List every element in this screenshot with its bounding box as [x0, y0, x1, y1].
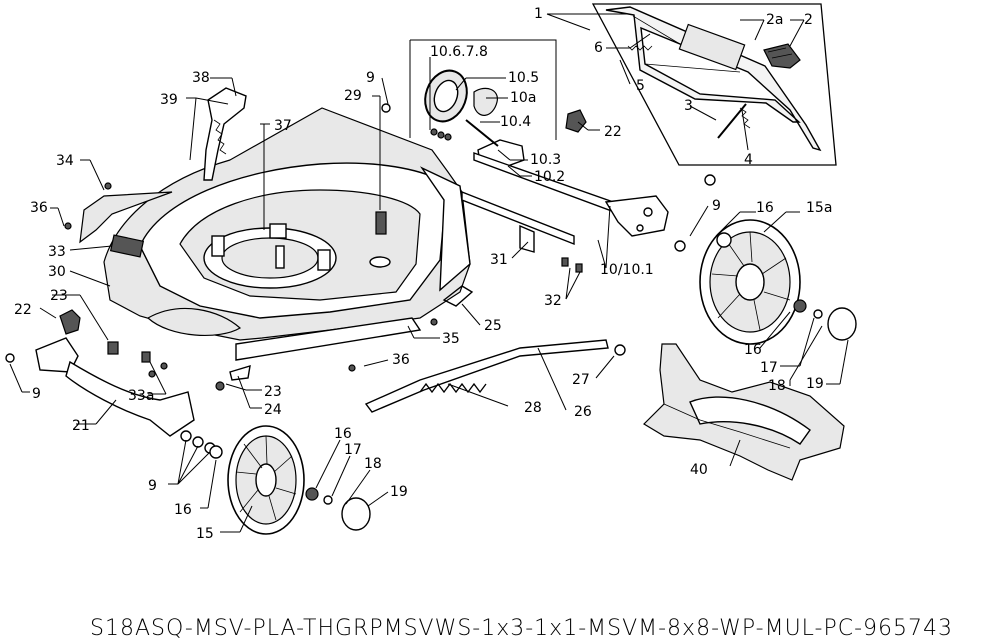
- callout-37: 37: [274, 118, 292, 134]
- callout-9-top: 9: [366, 70, 375, 86]
- callout-9-lower: 9: [148, 478, 157, 494]
- callout-9-left: 9: [32, 386, 41, 402]
- handle-pipe-10: [473, 152, 669, 237]
- callout-34: 34: [56, 153, 74, 169]
- wheel-15a: [674, 219, 857, 345]
- wheel-15: [209, 425, 371, 535]
- callout-9-right: 9: [712, 198, 721, 214]
- mower-deck-30: [103, 107, 575, 361]
- callout-24: 24: [264, 402, 282, 418]
- callout-10-3: 10.3: [530, 152, 561, 168]
- callout-31: 31: [490, 252, 508, 268]
- starter-box: [409, 39, 557, 169]
- callout-33a: 33a: [128, 388, 154, 404]
- callout-10a: 10a: [510, 90, 536, 106]
- callout-5: 5: [636, 78, 645, 94]
- callout-16-right: 16: [744, 342, 762, 358]
- callout-18-bottom: 18: [364, 456, 382, 472]
- callout-10-4: 10.4: [500, 114, 531, 130]
- handle-grip-2: [763, 43, 801, 69]
- callout-38: 38: [192, 70, 210, 86]
- callout-26: 26: [574, 404, 592, 420]
- handle-inset: [591, 3, 837, 166]
- callout-21: 21: [72, 418, 90, 434]
- callout-18-right: 18: [768, 378, 786, 394]
- callout-15: 15: [196, 526, 214, 542]
- callout-labels: 1 2a 2 3 4 5 6 10.6.7.8 10.5 10a 10.4 10…: [14, 6, 832, 542]
- callout-10-2: 10.2: [534, 169, 565, 185]
- grass-bag-40: [643, 343, 845, 481]
- callout-10-6-7-8: 10.6.7.8: [430, 44, 488, 60]
- model-code-caption: S18ASQ-MSV-PLA-THGRPMSVWS-1x3-1x1-MSVM-8…: [90, 616, 954, 641]
- clip-22-left: [59, 309, 81, 335]
- callout-10-5: 10.5: [508, 70, 539, 86]
- callout-39: 39: [160, 92, 178, 108]
- callout-22-top: 22: [604, 124, 622, 140]
- callout-40: 40: [690, 462, 708, 478]
- callout-16-bottom: 16: [334, 426, 352, 442]
- cover-10a: [473, 87, 498, 116]
- clip-22-top: [565, 109, 587, 133]
- callout-4: 4: [744, 152, 753, 168]
- leader-lines: [9, 13, 849, 533]
- bracket-34: [79, 191, 173, 244]
- callout-25: 25: [484, 318, 502, 334]
- callout-35: 35: [442, 331, 460, 347]
- callout-1: 1: [534, 6, 543, 22]
- callout-29: 29: [344, 88, 362, 104]
- callout-16-lower: 16: [174, 502, 192, 518]
- callout-23-mid: 23: [264, 384, 282, 400]
- callout-36-mid: 36: [392, 352, 410, 368]
- spring-5: [627, 45, 653, 51]
- callout-36-left: 36: [30, 200, 48, 216]
- callout-19-right: 19: [806, 376, 824, 392]
- callout-17-right: 17: [760, 360, 778, 376]
- callout-15a: 15a: [806, 200, 832, 216]
- height-lever-38: [203, 87, 247, 181]
- callout-33: 33: [48, 244, 66, 260]
- callout-28: 28: [524, 400, 542, 416]
- callout-10-10-1: 10/10.1: [600, 262, 654, 278]
- callout-22-left: 22: [14, 302, 32, 318]
- callout-27: 27: [572, 372, 590, 388]
- callout-16-upper: 16: [756, 200, 774, 216]
- callout-6: 6: [594, 40, 603, 56]
- callout-17-bottom: 17: [344, 442, 362, 458]
- callout-32: 32: [544, 293, 562, 309]
- callout-23-left: 23: [50, 288, 68, 304]
- callout-2: 2: [804, 12, 813, 28]
- callout-30: 30: [48, 264, 66, 280]
- rear-axle-21: [35, 337, 216, 454]
- cable-rod-26: [364, 339, 626, 413]
- callout-3: 3: [684, 98, 693, 114]
- callout-2a: 2a: [766, 12, 784, 28]
- callout-19-bottom: 19: [390, 484, 408, 500]
